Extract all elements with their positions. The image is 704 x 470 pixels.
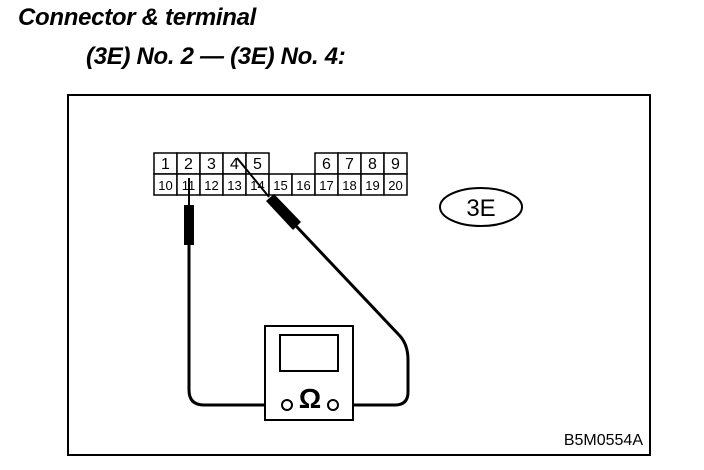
connector-cell	[383, 173, 408, 196]
terminal-number: 2	[184, 156, 193, 173]
terminal-number: 8	[368, 156, 377, 173]
terminal-number: 12	[204, 178, 218, 193]
probe-wire-right	[294, 224, 410, 407]
meter-terminal-left	[281, 399, 293, 411]
connector-label: 3E	[466, 195, 495, 222]
connector-label-ellipse	[439, 187, 523, 227]
connector-3e: 1234567891011121314151617181920	[153, 152, 408, 196]
terminal-number: 20	[388, 178, 402, 193]
terminal-number: 9	[391, 156, 400, 173]
terminal-number: 17	[319, 178, 333, 193]
heading-line-1: Connector & terminal	[18, 4, 257, 31]
diagram-frame	[67, 94, 651, 456]
heading-line-2: (3E) No. 2 — (3E) No. 4:	[86, 43, 346, 70]
terminal-number: 18	[342, 178, 356, 193]
terminal-number: 16	[296, 178, 310, 193]
terminal-number: 6	[322, 156, 331, 173]
meter-terminal-right	[327, 399, 339, 411]
terminal-number: 14	[250, 178, 264, 193]
ohmmeter: Ω	[264, 325, 354, 421]
terminal-number: 19	[365, 178, 379, 193]
terminal-number: 3	[207, 156, 216, 173]
probe-wire-left	[187, 245, 282, 407]
meter-display	[279, 334, 339, 372]
terminal-number: 7	[345, 156, 354, 173]
probe-left	[184, 178, 194, 245]
terminal-number: 13	[227, 178, 241, 193]
terminal-number: 15	[273, 178, 287, 193]
terminal-number: 10	[158, 178, 172, 193]
terminal-number: 4	[230, 156, 239, 173]
ohm-symbol: Ω	[299, 383, 321, 414]
probe-right	[236, 157, 301, 230]
terminal-number: 5	[253, 156, 262, 173]
figure-code: B5M0554A	[564, 432, 643, 449]
terminal-number: 1	[161, 156, 170, 173]
